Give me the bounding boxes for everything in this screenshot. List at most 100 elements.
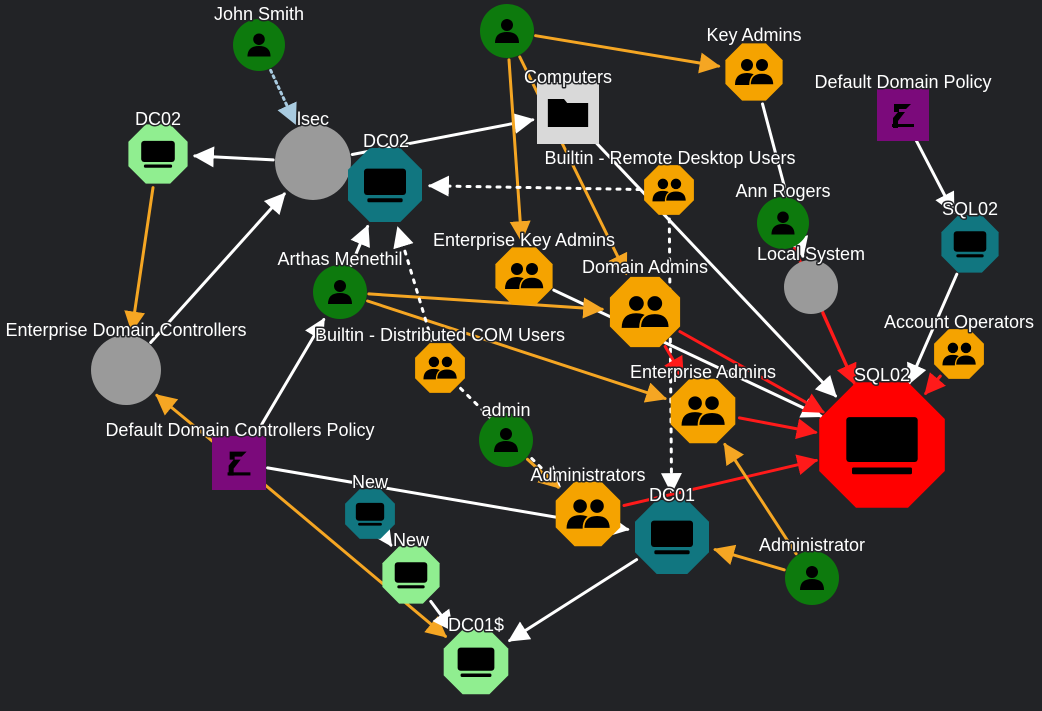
computer-icon	[364, 168, 406, 203]
node-shape-group	[495, 247, 553, 305]
edges-layer	[124, 34, 959, 642]
user-icon	[494, 428, 518, 452]
node-key-admins[interactable]: Key Admins	[705, 24, 803, 101]
computer-icon	[846, 417, 918, 475]
edge-admin-to-administrators[interactable]	[526, 457, 560, 489]
computer-icon	[394, 562, 428, 589]
computer-icon	[355, 502, 385, 526]
edge-administrators-to-sql02-red[interactable]	[622, 454, 819, 507]
node-label: SQL02	[942, 199, 998, 219]
node-label: Administrators	[530, 465, 645, 485]
node-label: New	[393, 530, 430, 550]
edge-arthas-menethil-to-dc02-teal[interactable]	[349, 224, 370, 267]
group-icon	[423, 356, 459, 380]
edge-new-teal-to-new-green[interactable]	[371, 523, 393, 547]
node-administrator[interactable]: Administrator	[757, 534, 867, 605]
edge-administrator-to-enterprise-admins[interactable]	[723, 442, 798, 556]
node-label: DC01$	[448, 615, 504, 635]
group-icon	[566, 499, 612, 530]
node-ann-rogers[interactable]: Ann Rogers	[734, 180, 832, 249]
node-label: Enterprise Admins	[630, 362, 776, 382]
edge-computers-to-sql02-red[interactable]	[589, 135, 837, 398]
node-sql02-red[interactable]: SQL02	[819, 364, 945, 508]
node-lsec[interactable]: lsec	[275, 108, 351, 200]
node-shape-group	[609, 276, 681, 348]
node-dc02-teal[interactable]: DC02	[348, 130, 422, 222]
node-builtin-rdu[interactable]: Builtin - Remote Desktop Users	[543, 147, 797, 215]
node-administrators[interactable]: Administrators	[529, 464, 647, 547]
computer-icon	[457, 647, 495, 678]
node-enterprise-admins[interactable]: Enterprise Admins	[628, 361, 778, 444]
edge-john-smith-to-lsec[interactable]	[269, 68, 297, 125]
edge-enterprise-admins-to-sql02-red[interactable]	[737, 416, 818, 440]
node-default-dc-policy[interactable]: Default Domain Controllers Policy	[104, 419, 376, 490]
gpo-icon	[227, 451, 251, 476]
edge-lsec-to-dc02-green[interactable]	[192, 146, 275, 168]
edge-administrator-to-dc01[interactable]	[713, 544, 786, 572]
node-enterprise-key-admins[interactable]: Enterprise Key Admins	[431, 229, 617, 305]
edge-default-dc-policy-to-dc01s[interactable]	[259, 480, 448, 638]
edge-user-top-to-key-admins[interactable]	[534, 34, 721, 74]
user-icon	[800, 566, 824, 590]
edge-domain-admins-to-sql02-red[interactable]	[678, 330, 825, 414]
node-label: Arthas Menethil	[277, 249, 402, 269]
computer-icon	[953, 231, 987, 258]
node-local-system[interactable]: Local System	[755, 243, 867, 314]
node-default-domain-policy[interactable]: Default Domain Policy	[813, 71, 993, 141]
node-label: Enterprise Domain Controllers	[5, 320, 246, 340]
node-label: Administrator	[759, 535, 865, 555]
edge-default-dc-policy-to-arthas-menethil[interactable]	[252, 317, 326, 440]
node-label: Local System	[757, 244, 865, 264]
node-user-top[interactable]	[480, 4, 534, 58]
edge-builtin-rdu-to-dc02-teal[interactable]	[427, 175, 642, 197]
edge-arthas-menethil-to-enterprise-admins[interactable]	[366, 299, 667, 403]
edge-local-system-to-sql02-red[interactable]	[821, 312, 857, 386]
node-builtin-dcom[interactable]: Builtin - Distributed COM Users	[313, 324, 567, 393]
node-admin[interactable]: admin	[479, 399, 533, 467]
computer-icon	[141, 140, 175, 168]
node-dc01s[interactable]: DC01$	[443, 614, 509, 695]
user-icon	[495, 19, 519, 43]
user-icon	[771, 211, 795, 235]
edge-arthas-menethil-to-domain-admins[interactable]	[367, 292, 605, 319]
node-shape-group	[670, 378, 736, 444]
node-enterprise-dcs[interactable]: Enterprise Domain Controllers	[4, 319, 248, 405]
node-label: Ann Rogers	[735, 181, 830, 201]
node-label: Builtin - Remote Desktop Users	[544, 148, 795, 168]
edge-dc01-to-dc01s[interactable]	[507, 558, 639, 642]
node-label: SQL02	[854, 365, 910, 385]
edge-domain-admins-to-enterprise-admins[interactable]	[663, 345, 685, 379]
node-john-smith[interactable]: John Smith	[212, 3, 306, 71]
gpo-icon	[892, 104, 914, 128]
user-icon	[328, 280, 352, 304]
group-icon	[621, 296, 671, 329]
node-domain-admins[interactable]: Domain Admins	[580, 256, 710, 348]
edge-enterprise-dcs-to-lsec[interactable]	[149, 192, 286, 344]
node-dc02-green[interactable]: DC02	[128, 108, 188, 184]
edge-account-operators-to-sql02-red[interactable]	[924, 372, 946, 396]
node-new-green[interactable]: New	[382, 529, 440, 604]
node-arthas-menethil[interactable]: Arthas Menethil	[276, 248, 404, 319]
node-sql02-teal[interactable]: SQL02	[940, 198, 1000, 273]
node-shape-group	[555, 481, 621, 547]
user-icon	[247, 33, 271, 57]
node-account-operators[interactable]: Account Operators	[882, 311, 1036, 379]
group-icon	[735, 59, 775, 86]
node-computers[interactable]: Computers	[522, 66, 614, 144]
node-dc01[interactable]: DC01	[635, 484, 709, 574]
node-shape-gpo	[877, 89, 929, 141]
node-label: DC02	[363, 131, 409, 151]
group-icon	[652, 178, 688, 202]
node-new-teal[interactable]: New	[345, 471, 395, 539]
nodes-layer: John Smith lsec DC02 DC02 Computers Key Admin…	[4, 3, 1036, 695]
edge-new-green-to-dc01s[interactable]	[429, 599, 454, 632]
edge-dc02-green-to-enterprise-dcs[interactable]	[124, 186, 155, 333]
edge-sql02-teal-to-sql02-red[interactable]	[907, 272, 959, 386]
node-label: admin	[481, 400, 530, 420]
computer-icon	[651, 520, 693, 555]
edge-builtin-dcom-to-dc02-teal[interactable]	[393, 226, 434, 342]
edge-default-dc-policy-to-enterprise-dcs[interactable]	[155, 393, 219, 447]
edge-default-domain-policy-to-sql02-teal[interactable]	[914, 138, 955, 214]
edge-user-top-to-enterprise-key-admins[interactable]	[507, 58, 531, 243]
